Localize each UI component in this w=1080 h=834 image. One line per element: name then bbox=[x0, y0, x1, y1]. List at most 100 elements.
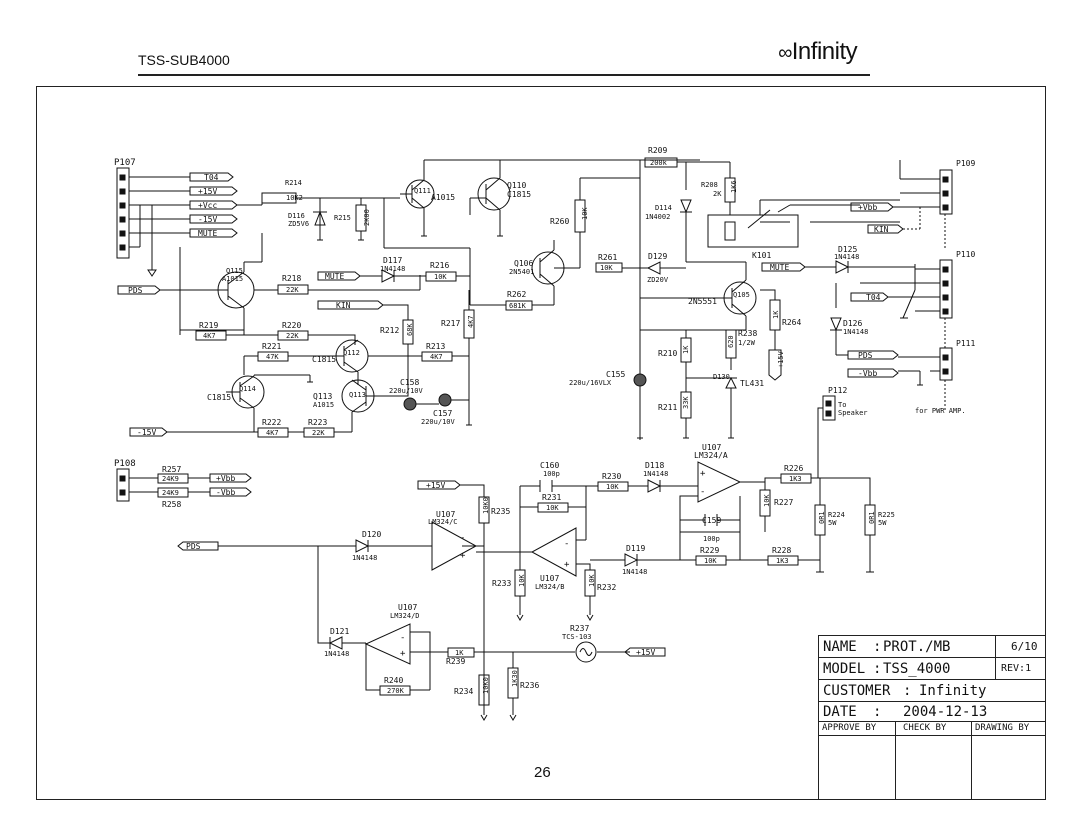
value-d118: 1N4148 bbox=[643, 470, 668, 478]
value-c157: 220u/10V bbox=[421, 418, 456, 426]
transistor-q106 bbox=[531, 251, 565, 285]
value-r225-b: 5W bbox=[878, 519, 887, 527]
value-r218: 22K bbox=[286, 286, 299, 294]
header-rule bbox=[138, 74, 870, 76]
opamp-u107d bbox=[364, 623, 411, 665]
title-row-name: NAME : PROT./MB 6/10 bbox=[819, 636, 1045, 658]
label-d118: D118 bbox=[645, 461, 664, 470]
label-r258: R258 bbox=[162, 500, 181, 509]
schematic-frame bbox=[36, 86, 1046, 800]
label-r216: R216 bbox=[430, 261, 449, 270]
opamp-u107a bbox=[697, 461, 742, 503]
check-label: CHECK BY bbox=[903, 723, 947, 733]
value-r262: 681K bbox=[509, 302, 527, 310]
customer-value: Infinity bbox=[919, 683, 987, 699]
label-r213: R213 bbox=[426, 342, 445, 351]
model-colon: : bbox=[873, 661, 882, 677]
value-r212: 68K bbox=[406, 323, 414, 336]
value-d116: ZD5V6 bbox=[288, 220, 309, 228]
value-r220: 22K bbox=[286, 332, 299, 340]
signoff-divider-1 bbox=[895, 722, 896, 736]
label-q111: Q111 bbox=[414, 187, 431, 195]
value-r239: 1K bbox=[455, 649, 464, 657]
capacitor-c155 bbox=[633, 373, 647, 387]
net-tag-p15v-bottom: +15V bbox=[624, 647, 666, 657]
value-q114: C1815 bbox=[207, 393, 231, 402]
net-tag-t04-right-text: T04 bbox=[866, 293, 881, 302]
brand-logo-mark: ∞ bbox=[778, 42, 792, 64]
transistor-q110 bbox=[477, 177, 511, 211]
name-label: NAME bbox=[823, 639, 857, 655]
brand-logo: ∞Infinity bbox=[778, 38, 858, 66]
label-r262: R262 bbox=[507, 290, 526, 299]
label-r210: R210 bbox=[658, 349, 677, 358]
svg-text:-: - bbox=[400, 633, 405, 643]
label-r217: R217 bbox=[441, 319, 460, 328]
label-r212: R212 bbox=[380, 326, 399, 335]
net-tag-mute-mid: MUTE bbox=[317, 271, 361, 281]
value-u107b: LM324/B bbox=[535, 583, 565, 591]
value-r225: 0R1 bbox=[868, 511, 876, 524]
value-d129: ZD20V bbox=[647, 276, 669, 284]
signoff-column-1 bbox=[895, 736, 896, 800]
value-q105: 2N5551 bbox=[688, 297, 717, 306]
net-tag-kin-mid-text: KIN bbox=[336, 301, 351, 310]
label-r209: R209 bbox=[648, 146, 667, 155]
value-q110: C1815 bbox=[507, 190, 531, 199]
label-d119: D119 bbox=[626, 544, 645, 553]
label-r236: R236 bbox=[520, 681, 539, 690]
capacitor-c158 bbox=[403, 397, 417, 411]
net-tag-kin-right-text: KIN bbox=[874, 225, 889, 234]
value-r211: 33K bbox=[682, 396, 690, 409]
net-tag-m15v-left-text: -15V bbox=[137, 428, 156, 437]
label-q110: Q110 bbox=[507, 181, 526, 190]
label-u107b: U107 bbox=[540, 574, 559, 583]
net-tag-vbb-p108-text: +Vbb bbox=[216, 474, 235, 483]
approve-label: APPROVE BY bbox=[822, 723, 877, 733]
net-tag-pds-left-text: PDS bbox=[128, 286, 143, 295]
net-tag-p15v-mid: +15V bbox=[417, 480, 461, 490]
value-r222: 4K7 bbox=[266, 429, 279, 437]
label-r223: R223 bbox=[308, 418, 327, 427]
value-r228: 1K3 bbox=[776, 557, 789, 565]
net-tag-mute-right: MUTE bbox=[761, 262, 806, 272]
value-r209: 200k bbox=[650, 159, 668, 167]
net-tag-m15v-text: -15V bbox=[198, 215, 217, 224]
net-tag-mute-p107-text: MUTE bbox=[198, 229, 217, 238]
value-r216: 10K bbox=[434, 273, 447, 281]
net-tag-p15v: +15V bbox=[189, 186, 238, 196]
value-d125: 1N4148 bbox=[834, 253, 859, 261]
label-r234: R234 bbox=[454, 687, 473, 696]
capacitor-c157 bbox=[438, 393, 452, 407]
value-r235: 10K0 bbox=[482, 497, 490, 514]
date-colon: : bbox=[873, 704, 882, 720]
name-divider bbox=[995, 636, 996, 658]
net-tag-m15v: -15V bbox=[189, 214, 238, 224]
label-r230: R230 bbox=[602, 472, 621, 481]
net-tag-p15v-mid-text: +15V bbox=[426, 481, 445, 490]
value-d126: 1N4148 bbox=[843, 328, 868, 336]
value-c159: 100p bbox=[703, 535, 720, 543]
value-c155: 220u/16VLX bbox=[569, 379, 612, 387]
connector-p108: P108 bbox=[114, 459, 136, 502]
value-r258: 24K9 bbox=[162, 489, 179, 497]
name-value: PROT./MB bbox=[883, 639, 951, 655]
label-r238: R238 bbox=[738, 329, 757, 338]
value-q112: C1815 bbox=[312, 355, 336, 364]
label-r237: R237 bbox=[570, 624, 589, 633]
value-r223: 22K bbox=[312, 429, 325, 437]
brand-logo-text: Infinity bbox=[791, 38, 858, 65]
value-r234: 10K0 bbox=[482, 677, 490, 694]
label-d116: D116 bbox=[288, 212, 305, 220]
value-r227: 10K bbox=[763, 494, 771, 507]
label-q115: Q115 bbox=[226, 267, 243, 275]
drawing-label: DRAWING BY bbox=[975, 723, 1030, 733]
label-r215: R215 bbox=[334, 214, 351, 222]
value-r213: 4K7 bbox=[430, 353, 443, 361]
label-q106: Q106 bbox=[514, 259, 533, 268]
connector-p110: P110 bbox=[939, 250, 975, 319]
label-r232: R232 bbox=[597, 583, 616, 592]
label-k101: K101 bbox=[752, 251, 771, 260]
label-u107c: U107 bbox=[436, 510, 455, 519]
